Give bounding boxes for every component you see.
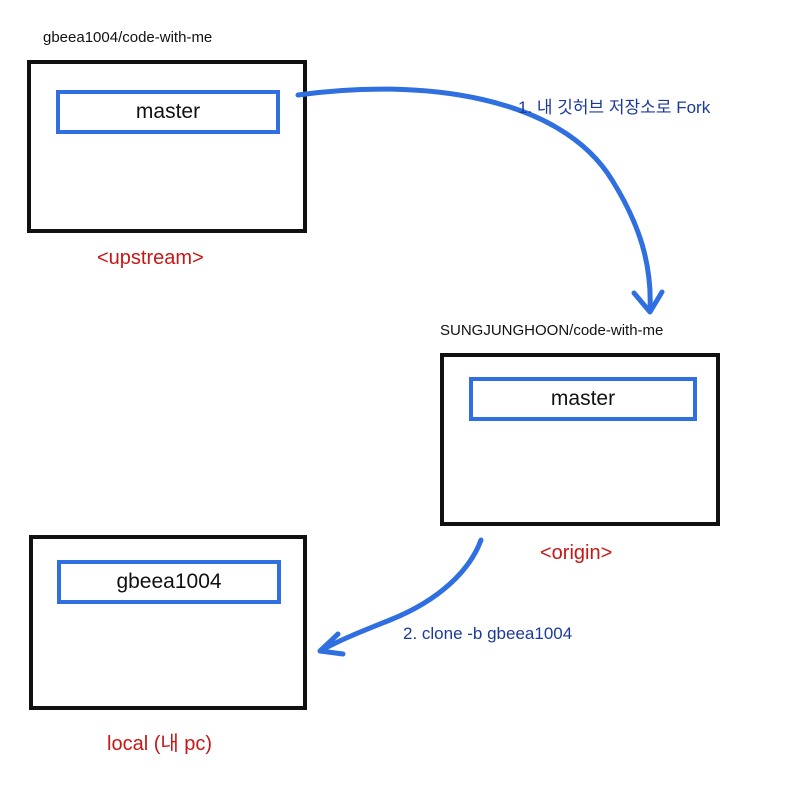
clone-step-label: 2. clone -b gbeea1004 xyxy=(403,624,573,643)
fork-arrow xyxy=(295,86,653,313)
upstream-repo-box: master xyxy=(27,60,307,233)
origin-repo-box: master xyxy=(440,353,720,526)
local-gbeea1004-branch: gbeea1004 xyxy=(57,560,281,604)
origin-repo-name: SUNGJUNGHOON/code-with-me xyxy=(440,322,664,339)
clone-arrow xyxy=(319,537,484,653)
origin-master-branch: master xyxy=(469,377,697,421)
upstream-master-branch: master xyxy=(56,90,280,134)
upstream-repo-name: gbeea1004/code-with-me xyxy=(43,29,213,46)
clone-arrow-head xyxy=(317,631,346,657)
local-repo-box: gbeea1004 xyxy=(29,535,307,710)
origin-label: <origin> xyxy=(540,542,613,564)
local-label: local (내 pc) xyxy=(107,733,213,755)
upstream-label: <upstream> xyxy=(97,247,204,269)
fork-arrow-head xyxy=(631,289,665,315)
fork-step-label: 1. 내 깃허브 저장소로 Fork xyxy=(518,98,711,117)
